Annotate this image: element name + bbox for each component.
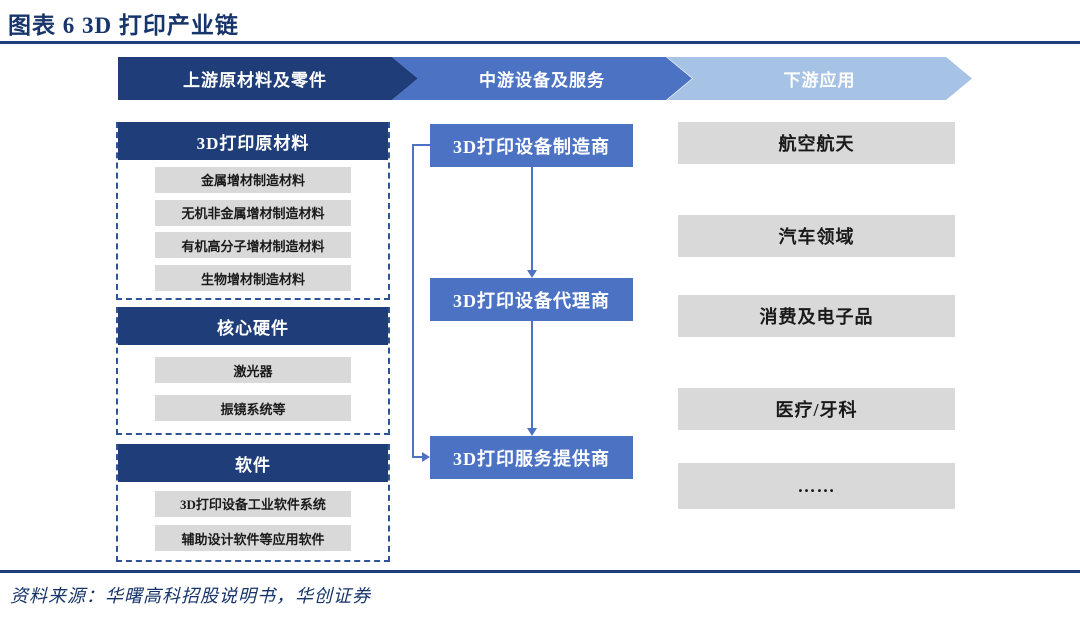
stage-banner-midstream: 中游设备及服务 [392, 57, 692, 100]
app-medical-dental: 医疗/牙科 [678, 388, 955, 430]
stage-banner-upstream-label: 上游原材料及零件 [183, 71, 327, 90]
upstream-item: 金属增材制造材料 [155, 166, 351, 193]
upstream-item: 无机非金属增材制造材料 [155, 199, 351, 226]
connector-bracket-vertical [412, 144, 414, 457]
group-core-hardware-body: 激光器 振镜系统等 [118, 345, 388, 433]
stage-banner-midstream-label: 中游设备及服务 [479, 71, 605, 90]
group-raw-materials-header: 3D打印原材料 [118, 122, 388, 160]
upstream-item: 生物增材制造材料 [155, 265, 351, 292]
upstream-item: 辅助设计软件等应用软件 [155, 525, 351, 552]
group-raw-materials: 3D打印原材料 金属增材制造材料 无机非金属增材制造材料 有机高分子增材制造材料… [116, 122, 390, 300]
app-automotive: 汽车领域 [678, 215, 955, 257]
connector-agent-to-service [531, 321, 533, 429]
upstream-item: 3D打印设备工业软件系统 [155, 490, 351, 517]
group-core-hardware: 核心硬件 激光器 振镜系统等 [116, 307, 390, 435]
connector-bracket-bottom [412, 456, 423, 458]
node-service-provider: 3D打印服务提供商 [430, 436, 633, 479]
connector-manufacturer-to-agent [531, 167, 533, 271]
arrowhead-right-icon [422, 452, 430, 462]
node-equipment-manufacturer: 3D打印设备制造商 [430, 124, 633, 167]
title-divider [0, 41, 1080, 44]
group-software-header: 软件 [118, 444, 388, 482]
group-software: 软件 3D打印设备工业软件系统 辅助设计软件等应用软件 [116, 444, 390, 562]
app-aerospace: 航空航天 [678, 122, 955, 164]
arrowhead-down-icon [527, 270, 537, 278]
upstream-item: 激光器 [155, 357, 351, 383]
arrowhead-down-icon [527, 428, 537, 436]
figure-title: 图表 6 3D 打印产业链 [8, 13, 239, 38]
source-note: 资料来源：华曙高科招股说明书，华创证券 [10, 586, 371, 606]
stage-banner-downstream-label: 下游应用 [783, 71, 856, 90]
upstream-item: 振镜系统等 [155, 395, 351, 421]
stage-banner-downstream: 下游应用 [667, 57, 972, 100]
group-raw-materials-body: 金属增材制造材料 无机非金属增材制造材料 有机高分子增材制造材料 生物增材制造材… [118, 160, 388, 298]
connector-bracket-top [412, 144, 430, 146]
app-others: …… [678, 463, 955, 509]
node-equipment-agent: 3D打印设备代理商 [430, 278, 633, 321]
upstream-item: 有机高分子增材制造材料 [155, 232, 351, 259]
bottom-divider [0, 570, 1080, 573]
stage-banner-upstream: 上游原材料及零件 [118, 57, 418, 100]
group-core-hardware-header: 核心硬件 [118, 307, 388, 345]
group-software-body: 3D打印设备工业软件系统 辅助设计软件等应用软件 [118, 482, 388, 560]
app-consumer-electronics: 消费及电子品 [678, 295, 955, 337]
